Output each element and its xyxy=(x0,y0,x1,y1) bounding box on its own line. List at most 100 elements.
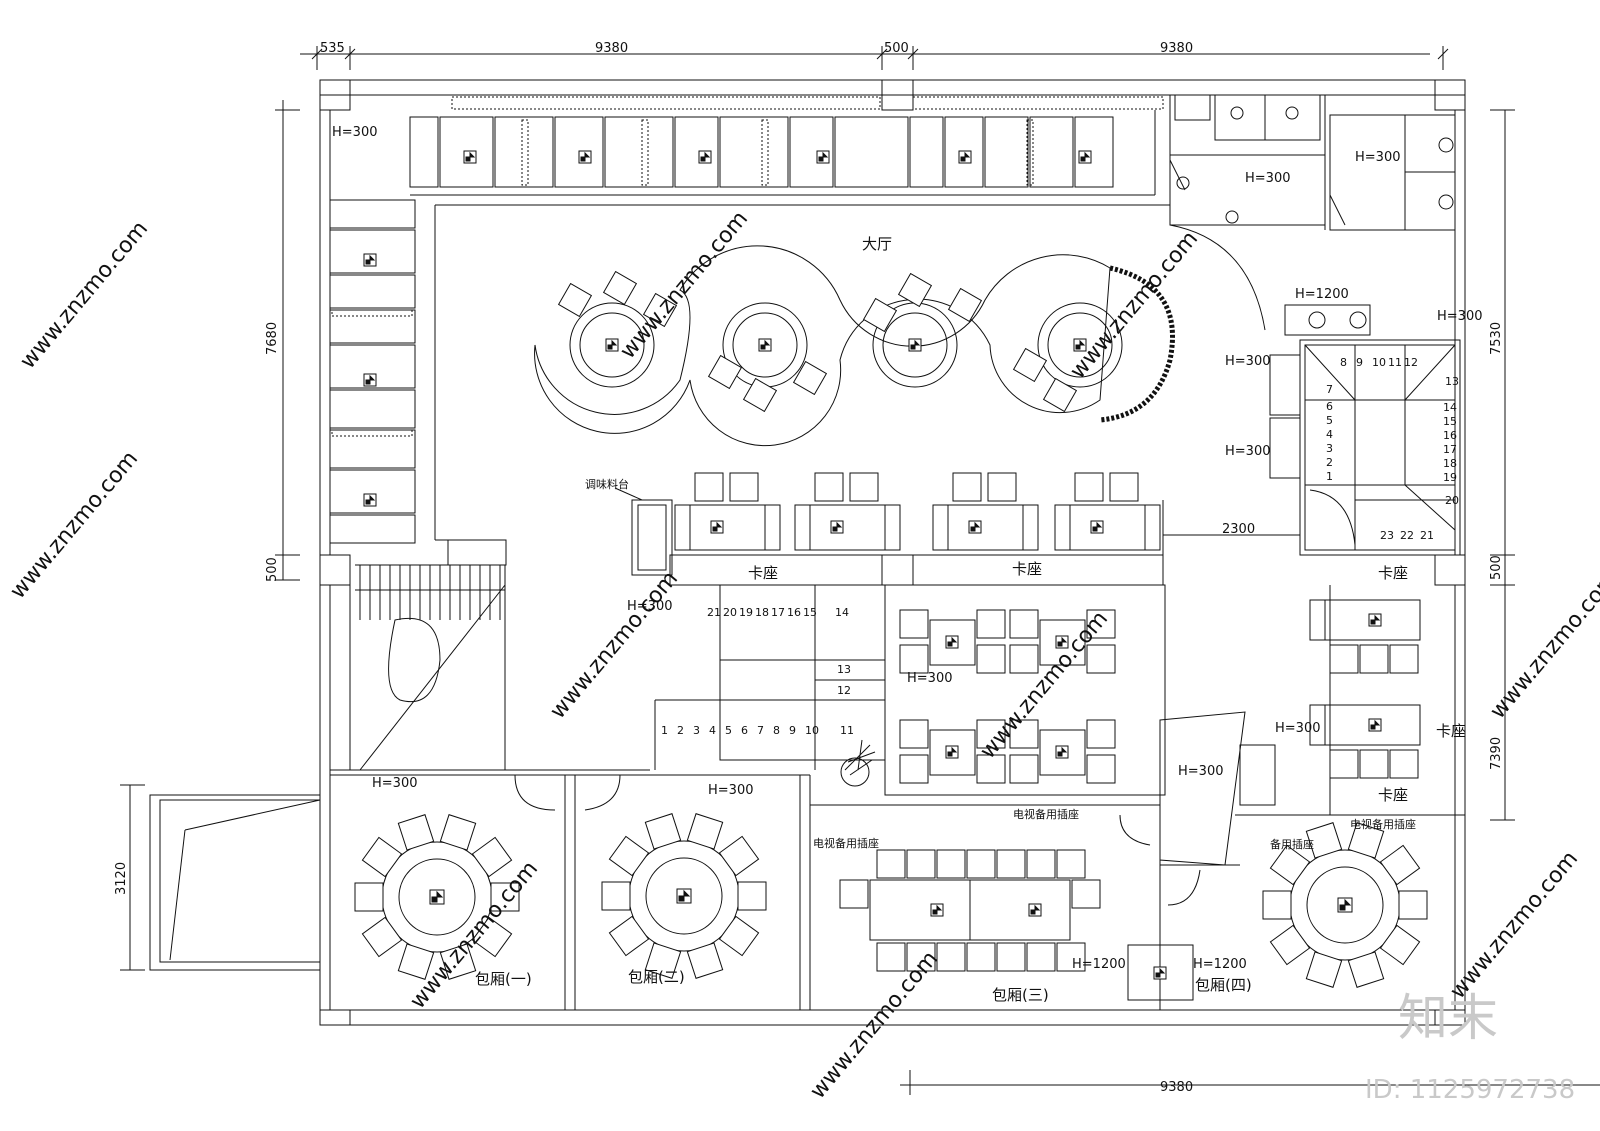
chair xyxy=(1071,879,1101,909)
label-booth-3: 卡座 xyxy=(1378,564,1408,582)
label-private-2: 包厢(二) xyxy=(628,968,685,986)
table-marker-icon xyxy=(698,150,712,164)
mid-booth-row xyxy=(674,472,1161,551)
chair xyxy=(397,943,435,980)
chair xyxy=(1009,609,1039,639)
top-booth-row xyxy=(409,116,1114,188)
sauce-counter xyxy=(614,487,673,576)
stair-step: 18 xyxy=(755,606,769,619)
table-marker-icon xyxy=(605,338,619,352)
chair xyxy=(899,754,929,784)
chair xyxy=(792,360,828,396)
outer-walls xyxy=(149,79,1466,1026)
chair xyxy=(1262,890,1292,920)
table-marker-icon xyxy=(1368,718,1382,732)
stair-step: 20 xyxy=(1445,494,1459,507)
booth-divider xyxy=(521,119,529,186)
chair xyxy=(471,836,513,878)
chair xyxy=(1305,822,1343,859)
left-booth-column xyxy=(329,199,416,544)
stair-step: 1 xyxy=(1326,470,1333,483)
height-3: H=300 xyxy=(1355,150,1400,165)
stair-step: 12 xyxy=(1404,356,1418,369)
stair-step: 22 xyxy=(1400,529,1414,542)
table-marker-icon xyxy=(945,745,959,759)
watermark-1: www.znzmo.com xyxy=(15,216,153,373)
chair xyxy=(976,644,1006,674)
dimension-labels: 535 9380 500 9380 9380 2300 7680 500 753… xyxy=(114,41,1504,1095)
chair xyxy=(936,942,966,972)
chair xyxy=(1269,924,1311,966)
stair-step: 19 xyxy=(1443,471,1457,484)
chair xyxy=(966,849,996,879)
chair xyxy=(876,849,906,879)
chair xyxy=(849,472,879,502)
chair xyxy=(1012,347,1048,383)
note-tv-socket-1: 电视备用插座 xyxy=(1013,807,1079,821)
label-booth-4: 卡座 xyxy=(1436,722,1466,740)
dim-corridor: 2300 xyxy=(1222,522,1255,537)
chair xyxy=(899,644,929,674)
booth-seat xyxy=(1029,116,1074,188)
stair-step: 10 xyxy=(1372,356,1386,369)
height-7: H=300 xyxy=(1225,444,1270,459)
booth-seat xyxy=(439,116,494,188)
dim-top-2: 9380 xyxy=(595,41,628,56)
height-5: H=300 xyxy=(1437,309,1482,324)
stair-step: 6 xyxy=(741,724,748,737)
booth-seat xyxy=(329,274,416,309)
table-marker-icon xyxy=(710,520,724,534)
chair xyxy=(1086,644,1116,674)
end-seat xyxy=(1309,599,1326,641)
end-seat xyxy=(1022,504,1039,551)
label-private-1: 包厢(一) xyxy=(475,970,532,988)
chair xyxy=(361,916,403,958)
dim-left-2: 500 xyxy=(265,557,280,582)
chair xyxy=(742,377,778,413)
table-marker-icon xyxy=(676,888,692,904)
table-marker-icon xyxy=(830,520,844,534)
chair xyxy=(439,814,477,851)
round-table xyxy=(1037,302,1123,388)
booth-divider xyxy=(641,119,649,186)
toilet-area xyxy=(1169,94,1456,336)
stair-step: 10 xyxy=(805,724,819,737)
watermark-3: www.znzmo.com xyxy=(615,206,753,363)
watermark-8: www.znzmo.com xyxy=(405,856,543,1013)
stair-step: 14 xyxy=(835,606,849,619)
chair xyxy=(439,943,477,980)
chair xyxy=(354,882,384,912)
booth-seat xyxy=(329,469,416,514)
label-booth-2: 卡座 xyxy=(1012,560,1042,578)
stair-step: 18 xyxy=(1443,457,1457,470)
round-table-top xyxy=(1306,866,1384,944)
note-tv-socket-3: 电视备用插座 xyxy=(1350,817,1416,831)
table-marker-icon xyxy=(363,253,377,267)
chair xyxy=(862,297,898,333)
table xyxy=(809,504,886,551)
chair xyxy=(1042,377,1078,413)
note-sauce-counter: 调味料台 xyxy=(585,477,629,491)
stair-step: 4 xyxy=(1326,428,1333,441)
chair xyxy=(996,942,1026,972)
chair xyxy=(1086,719,1116,749)
chair xyxy=(897,272,933,308)
booth-seat xyxy=(789,116,834,188)
chair xyxy=(686,942,724,979)
service-box xyxy=(1127,944,1194,1001)
round-table xyxy=(569,302,655,388)
stair-step: 13 xyxy=(1445,375,1459,388)
height-10: H=300 xyxy=(1275,721,1320,736)
chair xyxy=(601,881,631,911)
watermark-5: www.znzmo.com xyxy=(1065,226,1203,383)
table-marker-icon xyxy=(1090,520,1104,534)
booth-seat xyxy=(1074,116,1114,188)
table-marker-icon xyxy=(578,150,592,164)
booth-seat xyxy=(984,116,1029,188)
stair-step: 1 xyxy=(661,724,668,737)
height-labels: H=300 H=300 H=300 H=1200 H=300 H=300 H=3… xyxy=(332,125,1482,972)
chair xyxy=(602,270,638,306)
stair-step: 11 xyxy=(840,724,854,737)
table-marker-icon xyxy=(1028,903,1042,917)
